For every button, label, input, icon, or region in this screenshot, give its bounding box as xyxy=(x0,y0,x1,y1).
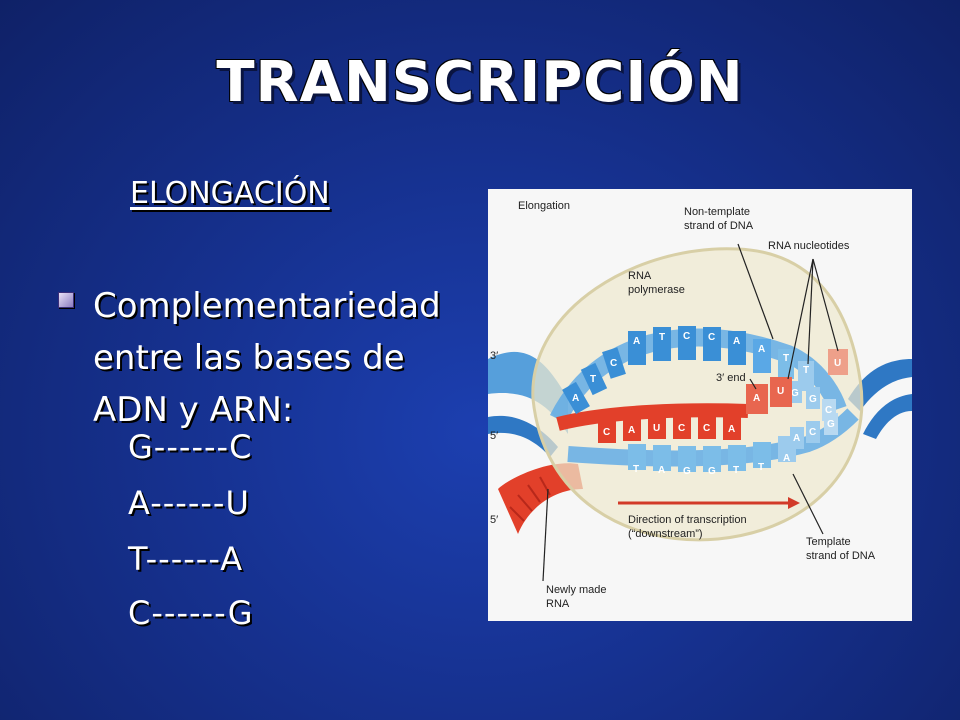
elongation-diagram-svg: A T C C A A T T A T C C A U C C A T A G xyxy=(488,200,912,610)
rna-5-prime-label: 5′ xyxy=(490,514,498,526)
svg-text:T: T xyxy=(590,374,596,385)
slide-title: TRANSCRIPCIÓN xyxy=(216,50,744,115)
rna-polymerase-bubble xyxy=(531,247,864,542)
base-pair-cg: C------G xyxy=(128,594,254,632)
svg-text:C: C xyxy=(703,423,710,434)
incoming-nucleotides: A U U xyxy=(746,349,848,414)
svg-text:A: A xyxy=(793,433,800,444)
base-pair-au: A------U xyxy=(128,484,250,522)
elongation-diagram: A T C C A A T T A T C C A U C C A T A G xyxy=(488,189,912,621)
svg-text:C: C xyxy=(825,405,832,416)
svg-text:T: T xyxy=(783,353,789,364)
svg-text:A: A xyxy=(728,424,735,435)
svg-text:G: G xyxy=(708,466,716,477)
dna-left-strand xyxy=(488,415,558,457)
svg-text:G: G xyxy=(809,394,817,405)
svg-text:A: A xyxy=(633,336,640,347)
rna-polymerase-label-2: polymerase xyxy=(628,284,685,296)
svg-text:G: G xyxy=(827,419,835,430)
dna-5-prime-label: 5′ xyxy=(490,430,498,442)
dna-3-prime-label: 3′ xyxy=(490,350,498,362)
svg-text:A: A xyxy=(658,465,665,476)
svg-text:C: C xyxy=(678,423,685,434)
svg-text:C: C xyxy=(603,427,610,438)
dna-right-end-bottom xyxy=(863,394,912,439)
svg-text:A: A xyxy=(733,336,740,347)
direction-arrowhead-icon xyxy=(788,497,800,509)
bullet-square-icon xyxy=(58,292,74,308)
svg-text:T: T xyxy=(659,332,665,343)
non-template-label-1: Non-template xyxy=(684,206,750,218)
svg-text:T: T xyxy=(803,365,809,376)
svg-text:A: A xyxy=(753,393,760,404)
svg-text:C: C xyxy=(683,331,690,342)
top-base-tiles: A T C C A A T T xyxy=(628,326,814,391)
svg-text:G: G xyxy=(683,466,691,477)
svg-text:A: A xyxy=(758,344,765,355)
dna-right-end-top xyxy=(848,359,912,411)
section-subtitle: ELONGACIÓN xyxy=(130,176,330,211)
template-label-1: Template xyxy=(806,536,851,548)
template-label-2: strand of DNA xyxy=(806,550,876,562)
rna-polymerase-label-1: RNA xyxy=(628,270,652,282)
rna-hybrid-strand xyxy=(556,403,749,431)
label-pointers xyxy=(542,243,839,582)
svg-text:A: A xyxy=(783,453,790,464)
rna-base-tiles: C A U C C A xyxy=(598,413,741,443)
left-base-tiles: A T C xyxy=(562,347,626,415)
svg-text:C: C xyxy=(809,427,816,438)
rna-exit-ticks xyxy=(509,476,551,522)
newly-made-label-2: RNA xyxy=(546,598,570,610)
non-template-label-2: strand of DNA xyxy=(684,220,754,232)
svg-text:C: C xyxy=(610,358,617,369)
svg-text:T: T xyxy=(733,465,739,476)
bullet-text: Complementariedad entre las bases de ADN… xyxy=(93,286,441,430)
svg-text:U: U xyxy=(777,386,784,397)
svg-text:U: U xyxy=(834,358,841,369)
direction-label-1: Direction of transcription xyxy=(628,514,747,526)
svg-text:U: U xyxy=(653,423,660,434)
figure-heading: Elongation xyxy=(518,200,570,212)
svg-text:G: G xyxy=(791,388,799,399)
svg-text:T: T xyxy=(633,464,639,475)
three-prime-end-label: 3′ end xyxy=(716,372,746,384)
svg-text:C: C xyxy=(708,332,715,343)
base-pair-ta: T------A xyxy=(128,540,244,578)
base-pair-gc: G------C xyxy=(128,428,253,466)
rna-nucleotides-label: RNA nucleotides xyxy=(768,240,850,252)
direction-label-2: (“downstream”) xyxy=(628,528,703,540)
svg-text:A: A xyxy=(628,425,635,436)
svg-text:A: A xyxy=(572,393,579,404)
newly-made-label-1: Newly made xyxy=(546,584,607,596)
bottom-base-tiles: T A G G T T A xyxy=(628,436,796,477)
svg-text:T: T xyxy=(758,462,764,473)
